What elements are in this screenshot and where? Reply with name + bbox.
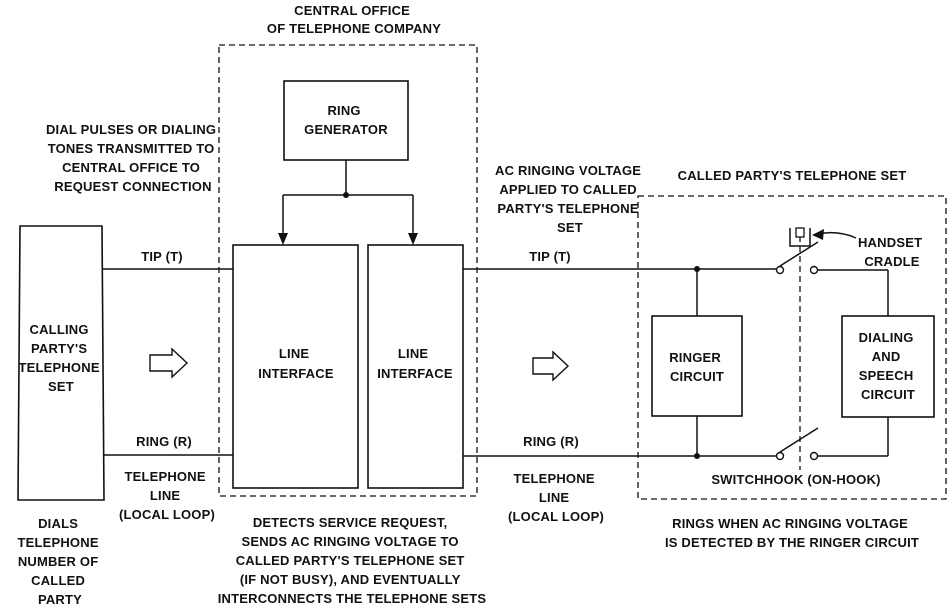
- called-party-title: CALLED PARTY'S TELEPHONE SET: [678, 168, 907, 183]
- dialing-speech-circuit-label: DIALING AND SPEECH CIRCUIT: [859, 330, 918, 402]
- ring-generator-label: RING GENERATOR: [304, 103, 388, 137]
- switchhook-ring-right-contact: [809, 451, 819, 461]
- right-tip-label: TIP (T): [529, 249, 571, 264]
- left-ring-label: RING (R): [136, 434, 192, 449]
- ac-ringing-note: AC RINGING VOLTAGE APPLIED TO CALLED PAR…: [495, 163, 645, 235]
- switchhook-label: SWITCHHOOK (ON-HOOK): [711, 472, 880, 487]
- central-office-description: DETECTS SERVICE REQUEST, SENDS AC RINGIN…: [218, 515, 487, 606]
- handset-cradle-label: HANDSET CRADLE: [858, 235, 926, 269]
- dial-pulses-note: DIAL PULSES OR DIALING TONES TRANSMITTED…: [46, 122, 220, 194]
- line-interface-1-label: LINE INTERFACE: [258, 346, 334, 381]
- handset-pointer-arrowhead: [812, 229, 824, 240]
- ring-generator-box: [283, 80, 409, 161]
- switchhook-tip-left-contact: [775, 265, 785, 275]
- ringer-circuit-label: RINGER CIRCUIT: [669, 350, 725, 384]
- signal-direction-arrow-left: [149, 347, 189, 379]
- switchhook-tip-blade: [779, 241, 819, 267]
- rings-note: RINGS WHEN AC RINGING VOLTAGE IS DETECTE…: [665, 516, 919, 550]
- ringer-circuit-box: [651, 315, 743, 417]
- handset-cradle-icon: [789, 228, 811, 247]
- switchhook-ring-left-contact: [775, 451, 785, 461]
- line-interface-1-box: [232, 244, 359, 489]
- switchhook-tip-right-contact: [809, 265, 819, 275]
- left-telephone-line-label: TELEPHONE LINE (LOCAL LOOP): [119, 469, 215, 522]
- signal-direction-arrow-right: [532, 350, 570, 382]
- central-office-boundary: [218, 44, 478, 497]
- left-tip-label: TIP (T): [141, 249, 183, 264]
- switchhook-ring-blade: [779, 427, 819, 453]
- right-ring-label: RING (R): [523, 434, 579, 449]
- calling-party-label: CALLING PARTY'S TELEPHONE SET: [18, 322, 103, 394]
- dialing-speech-circuit-box: [841, 315, 935, 418]
- calling-party-box: [17, 225, 105, 501]
- arrow-to-line-interface-2: [408, 233, 418, 245]
- dials-number-note: DIALS TELEPHONE NUMBER OF CALLED PARTY: [17, 516, 102, 607]
- called-party-boundary: [637, 195, 947, 500]
- handset-pointer-line: [817, 231, 857, 239]
- cradle-plunger: [795, 227, 805, 238]
- right-telephone-line-label: TELEPHONE LINE (LOCAL LOOP): [508, 471, 604, 524]
- arrow-to-line-interface-1: [278, 233, 288, 245]
- line-interface-2-box: [367, 244, 464, 489]
- line-interface-2-label: LINE INTERFACE: [377, 346, 453, 381]
- central-office-title: CENTRAL OFFICE OF TELEPHONE COMPANY: [267, 3, 441, 36]
